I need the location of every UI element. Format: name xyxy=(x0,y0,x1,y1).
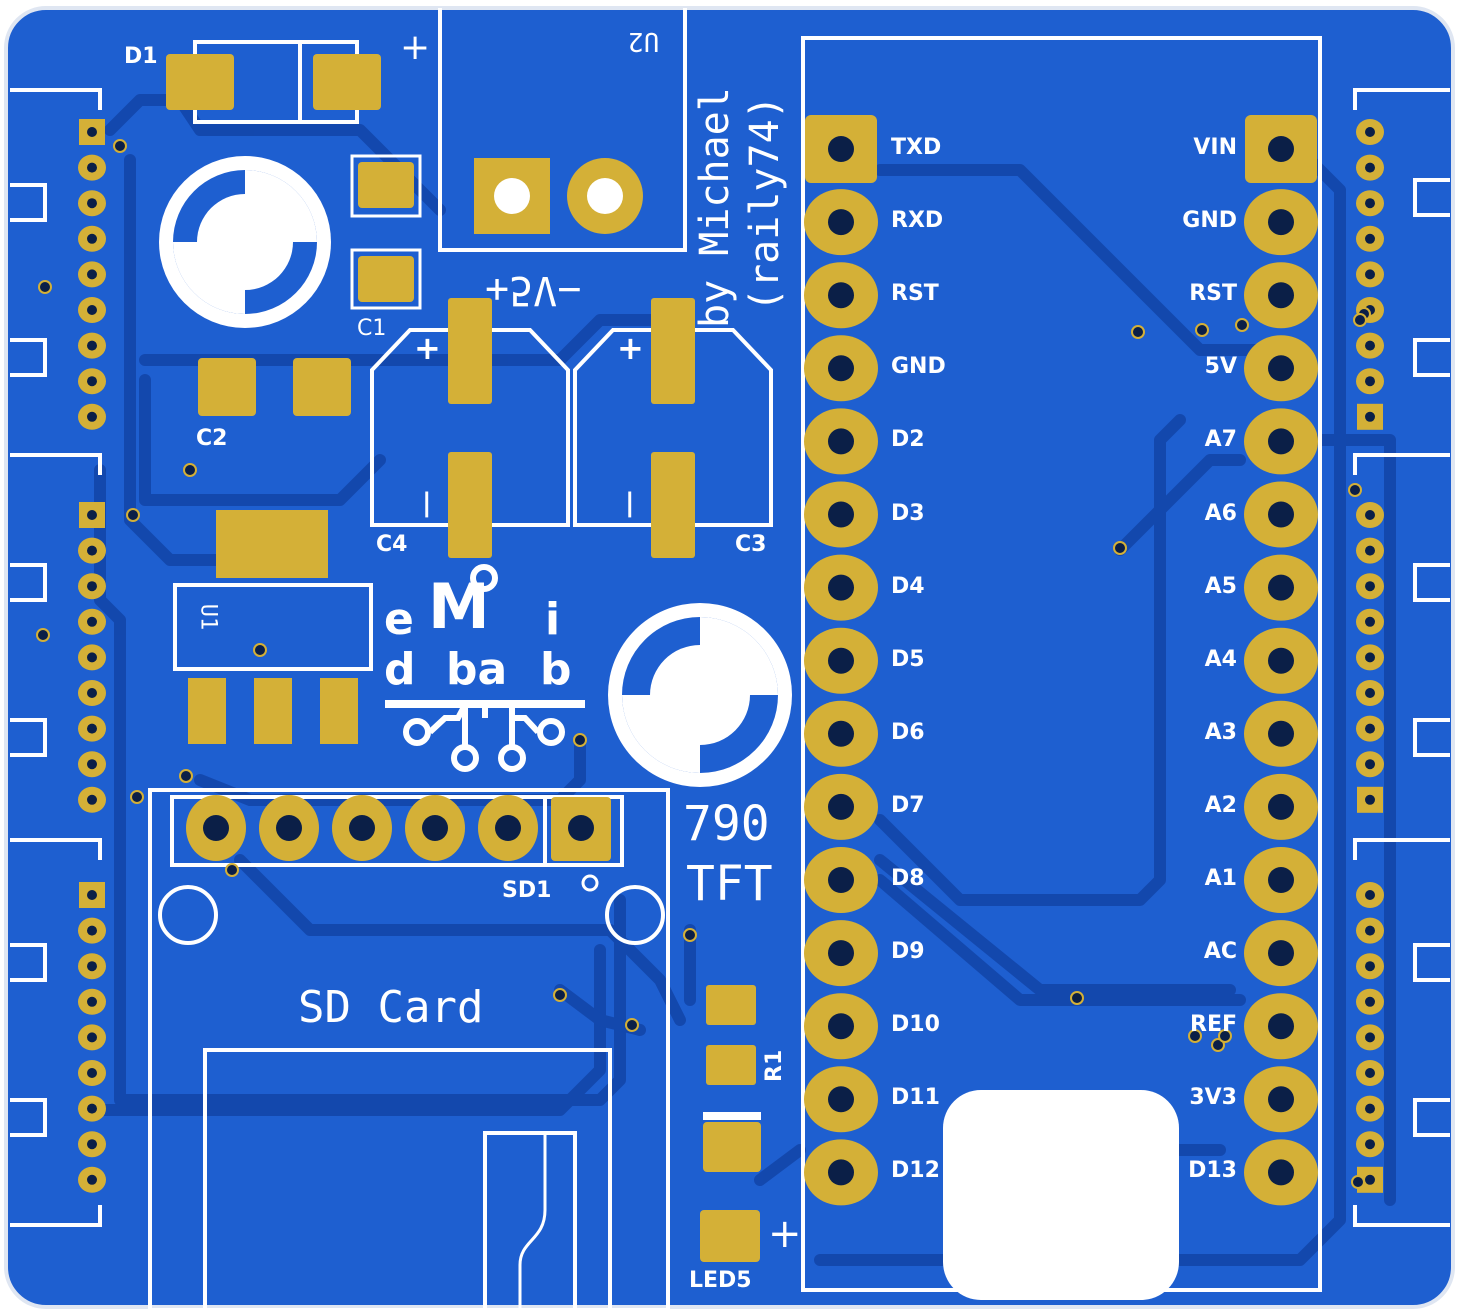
nano-right-label-10: A1 xyxy=(1204,866,1237,891)
sd-card-label: SD Card xyxy=(298,982,484,1033)
d1-plus-label: + xyxy=(400,27,431,68)
nano-left-label-14: D12 xyxy=(891,1158,940,1184)
nano-left-label-7: D5 xyxy=(891,646,925,672)
nano-right-label-5: A6 xyxy=(1204,500,1237,526)
mounting-hole-middle xyxy=(608,603,792,787)
r1-resistor xyxy=(706,985,756,1085)
u1-regulator xyxy=(173,510,373,744)
right-pin-header xyxy=(1356,119,1384,1193)
nano-left-label-13: D11 xyxy=(891,1085,940,1111)
nano-right-label-0: VIN xyxy=(1193,135,1237,160)
c3-minus-label: | xyxy=(625,488,635,518)
left-pin-header xyxy=(78,119,106,1193)
u2-label: U2 xyxy=(628,26,660,56)
c2-label: C2 xyxy=(196,426,228,451)
led5-light xyxy=(700,1112,761,1262)
c2-capacitor xyxy=(198,358,351,416)
c1-label: C1 xyxy=(357,316,387,341)
led5-label: LED5 xyxy=(689,1268,752,1293)
author-line1: by Michael xyxy=(692,87,738,328)
led5-plus-label: + xyxy=(768,1211,802,1257)
nano-right-label-4: A7 xyxy=(1204,427,1237,453)
nano-right-label-12: REF xyxy=(1190,1012,1237,1038)
logo-ba: ba xyxy=(446,644,508,695)
u2-power-jack xyxy=(438,8,687,252)
c4-plus-label: + xyxy=(414,329,441,367)
arduino-nano-footprint xyxy=(801,36,1322,1300)
vias xyxy=(36,139,1371,1189)
nano-right-label-8: A3 xyxy=(1204,719,1237,745)
voltage-label: +5V− xyxy=(485,267,582,313)
nano-right-label-11: AC xyxy=(1203,939,1237,965)
mounting-hole-top-left xyxy=(159,156,331,328)
version-label: 790 xyxy=(683,796,770,852)
c4-capacitor xyxy=(370,298,570,558)
u1-label: U1 xyxy=(195,603,221,631)
c1-capacitor xyxy=(350,154,422,310)
sd-card-module xyxy=(148,788,670,1312)
author-line2: (raily74) xyxy=(742,95,788,312)
c4-label: C4 xyxy=(376,532,408,557)
nano-left-label-9: D7 xyxy=(891,792,925,818)
nano-left-label-0: TXD xyxy=(891,135,942,160)
nano-left-label-12: D10 xyxy=(891,1012,940,1038)
logo-m: M xyxy=(428,570,490,643)
r1-label: R1 xyxy=(762,1049,787,1082)
emi-logo-graphic xyxy=(385,564,585,772)
c3-label: C3 xyxy=(735,532,767,557)
c3-capacitor xyxy=(573,298,773,558)
logo-d: d xyxy=(384,644,416,695)
c3-plus-label: + xyxy=(617,329,644,367)
display-label: TFT xyxy=(686,856,773,912)
nano-left-label-11: D9 xyxy=(891,939,925,965)
nano-right-label-1: GND xyxy=(1182,208,1237,234)
logo-e: e xyxy=(384,594,414,645)
nano-right-label-2: RST xyxy=(1189,281,1237,307)
d1-label: D1 xyxy=(124,44,158,69)
nano-left-label-8: D6 xyxy=(891,719,925,745)
logo-b: b xyxy=(540,644,572,695)
c4-minus-label: | xyxy=(422,488,432,518)
nano-right-label-7: A4 xyxy=(1204,646,1237,672)
nano-right-label-9: A2 xyxy=(1204,792,1237,818)
nano-right-label-14: D13 xyxy=(1188,1158,1237,1184)
nano-left-label-5: D3 xyxy=(891,500,925,526)
nano-left-label-2: RST xyxy=(891,281,939,307)
nano-right-label-3: 5V xyxy=(1204,354,1237,380)
nano-left-label-10: D8 xyxy=(891,866,925,891)
d1-diode xyxy=(166,40,381,124)
nano-left-label-6: D4 xyxy=(891,573,925,599)
logo-i: i xyxy=(545,594,561,645)
nano-left-label-1: RXD xyxy=(891,208,944,234)
sd1-label: SD1 xyxy=(502,878,552,903)
nano-left-label-4: D2 xyxy=(891,427,925,453)
nano-right-label-6: A5 xyxy=(1204,573,1237,599)
nano-left-label-3: GND xyxy=(891,354,946,380)
nano-right-label-13: 3V3 xyxy=(1189,1085,1237,1111)
